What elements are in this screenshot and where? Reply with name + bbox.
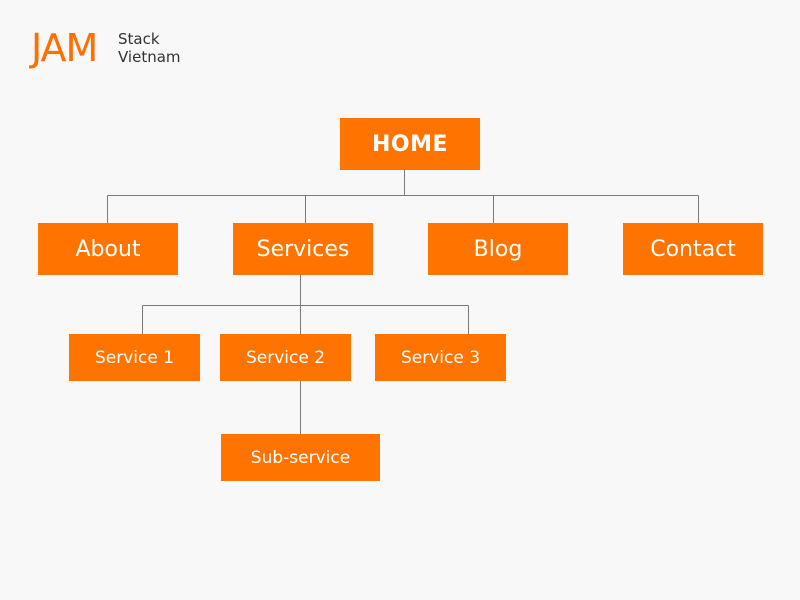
logo-mark: JAM [31, 26, 98, 70]
node-service-1: Service 1 [69, 334, 200, 381]
node-home: HOME [340, 118, 480, 170]
logo-wordmark: Stack Vietnam [118, 30, 181, 66]
node-sub-service: Sub-service [221, 434, 380, 481]
node-service-2: Service 2 [220, 334, 351, 381]
logo-line-1: Stack [118, 30, 160, 48]
logo-line-2: Vietnam [118, 48, 181, 66]
node-service-3: Service 3 [375, 334, 506, 381]
node-services: Services [233, 223, 373, 275]
node-contact: Contact [623, 223, 763, 275]
node-about: About [38, 223, 178, 275]
node-blog: Blog [428, 223, 568, 275]
